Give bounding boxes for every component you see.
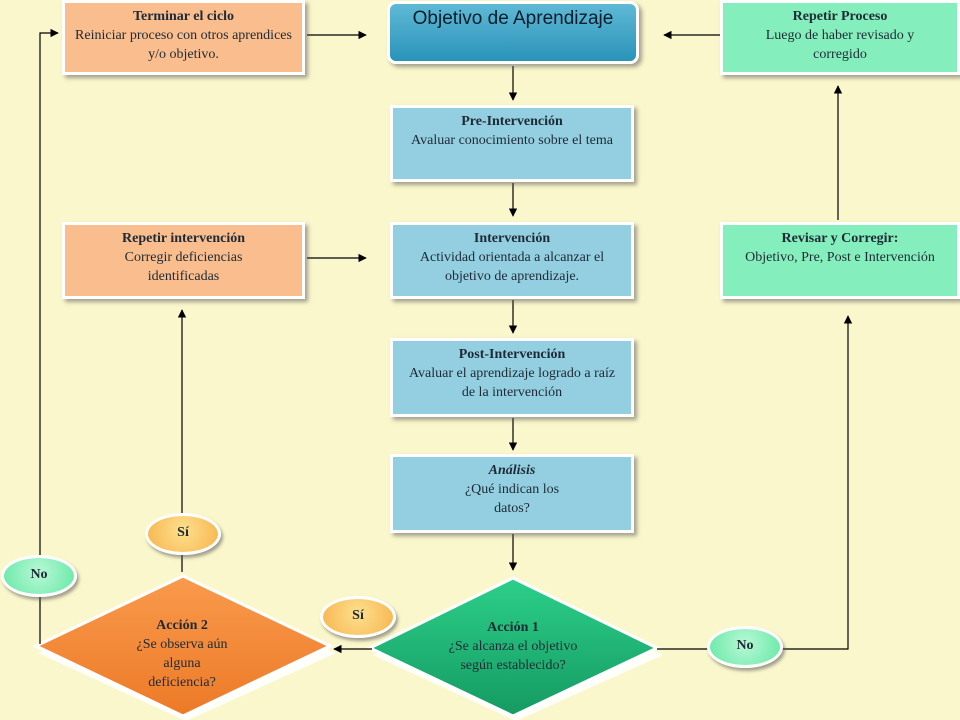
repetir-intervencion-box: Repetir intervención Corregir deficienci… xyxy=(62,222,305,299)
accion2-title: Acción 2 xyxy=(156,618,208,633)
revisar-corregir-box: Revisar y Corregir: Objetivo, Pre, Post … xyxy=(720,222,960,299)
no-label-accion1: No xyxy=(707,626,783,668)
pre-intervencion-title: Pre-Intervención xyxy=(461,114,563,129)
repetir-proceso-text: Luego de haber revisado y corregido xyxy=(765,28,915,62)
arrow-accion1-no-to-revisar xyxy=(657,315,853,650)
repetir-proceso-title: Repetir Proceso xyxy=(792,9,888,24)
terminar-ciclo-box: Terminar el ciclo Reiniciar proceso con … xyxy=(62,0,305,75)
accion2-text-block: Acción 2 ¿Se observa aún alguna deficien… xyxy=(122,616,242,692)
repetir-intervencion-text: Corregir deficiencias identificadas xyxy=(124,250,243,284)
intervencion-box: Intervención Actividad orientada a alcan… xyxy=(390,222,634,299)
revisar-corregir-text: Objetivo, Pre, Post e Intervención xyxy=(745,250,935,265)
objective-title: Objetivo de Aprendizaje xyxy=(412,8,614,29)
no-label-accion2: No xyxy=(1,555,77,597)
intervencion-text: Actividad orientada a alcanzar el objeti… xyxy=(419,250,605,284)
objective-title-box: Objetivo de Aprendizaje xyxy=(387,1,639,64)
terminar-ciclo-text: Reiniciar proceso con otros aprendices y… xyxy=(75,28,292,62)
post-intervencion-title: Post-Intervención xyxy=(458,347,566,362)
decision-diamond-accion-1 xyxy=(366,576,663,720)
revisar-corregir-title: Revisar y Corregir: xyxy=(781,231,899,246)
si-label-accion1: Sí xyxy=(320,596,396,638)
pre-intervencion-text: Avaluar conocimiento sobre el tema xyxy=(411,133,613,148)
accion1-title: Acción 1 xyxy=(487,620,539,635)
decision-diamond-accion-2 xyxy=(32,574,336,720)
analisis-text: ¿Qué indican los datos? xyxy=(464,482,560,516)
analisis-box: Análisis ¿Qué indican los datos? xyxy=(390,454,634,533)
accion1-text-block: Acción 1 ¿Se alcanza el objetivo según e… xyxy=(448,618,578,675)
si-label-accion2: Sí xyxy=(145,513,221,555)
accion1-text: ¿Se alcanza el objetivo según establecid… xyxy=(448,639,578,673)
intervencion-title: Intervención xyxy=(473,231,551,246)
terminar-ciclo-title: Terminar el ciclo xyxy=(132,9,235,24)
accion2-text: ¿Se observa aún alguna deficiencia? xyxy=(136,637,228,690)
post-intervencion-text: Avaluar el aprendizaje logrado a raíz de… xyxy=(408,366,616,400)
post-intervencion-box: Post-Intervención Avaluar el aprendizaje… xyxy=(390,338,634,417)
analisis-title: Análisis xyxy=(488,463,536,478)
pre-intervencion-box: Pre-Intervención Avaluar conocimiento so… xyxy=(390,105,634,182)
arrow-accion2-no-to-terminar xyxy=(39,28,59,644)
repetir-intervencion-title: Repetir intervención xyxy=(122,231,245,246)
repetir-proceso-box: Repetir Proceso Luego de haber revisado … xyxy=(720,0,960,75)
